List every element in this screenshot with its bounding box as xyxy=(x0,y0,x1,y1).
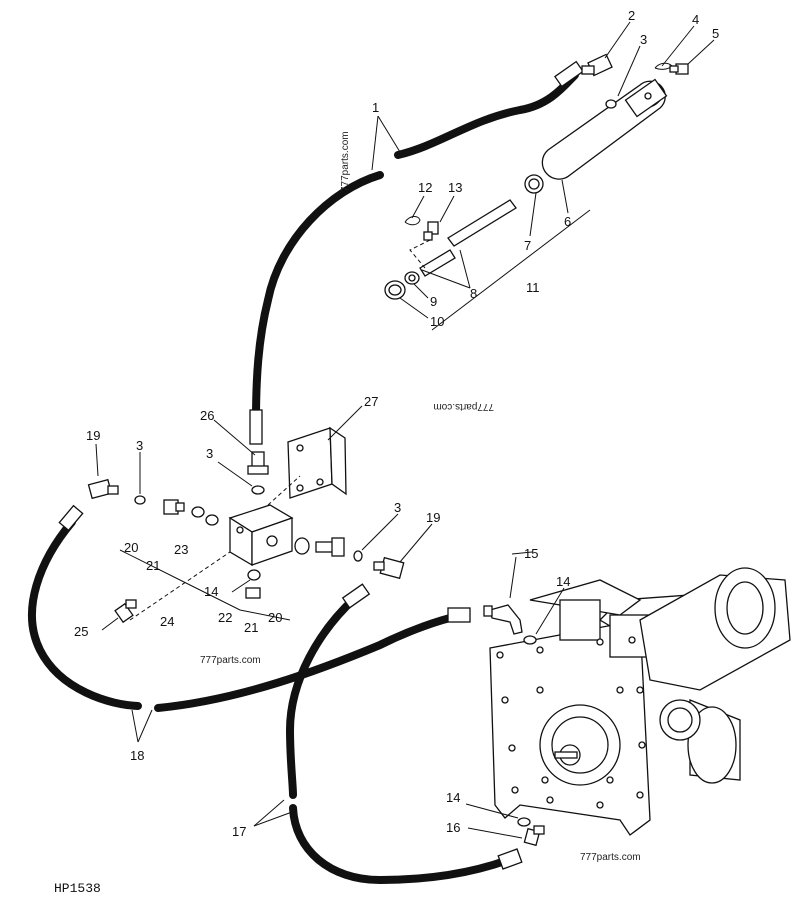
callout-5: 5 xyxy=(712,26,719,41)
callout-7: 7 xyxy=(524,238,531,253)
plug-20-right xyxy=(315,537,345,557)
hose-fitting xyxy=(341,583,371,609)
callout-25: 25 xyxy=(74,624,88,639)
callout-26: 26 xyxy=(200,408,214,423)
callout-14: 14 xyxy=(446,790,460,805)
plug-20-left xyxy=(163,499,185,515)
hose-18-right xyxy=(154,612,462,712)
o-ring-3 xyxy=(353,550,363,562)
callout-16: 16 xyxy=(446,820,460,835)
callout-10: 10 xyxy=(430,314,444,329)
o-ring-23 xyxy=(205,514,219,526)
callout-27: 27 xyxy=(364,394,378,409)
callout-18: 18 xyxy=(130,748,144,763)
dashed-guide xyxy=(129,551,231,621)
watermark: 777parts.com xyxy=(200,655,261,666)
bolt-5 xyxy=(669,63,689,75)
o-ring-14-lower xyxy=(517,817,531,827)
fitting-26 xyxy=(247,451,269,475)
pump-assembly xyxy=(489,567,791,836)
bracket-line-11 xyxy=(431,209,591,331)
callout-20: 20 xyxy=(124,540,138,555)
watermark: 777parts.com xyxy=(340,131,351,192)
callout-3: 3 xyxy=(136,438,143,453)
o-ring-21-right xyxy=(294,537,310,555)
watermark: 777parts.com xyxy=(580,852,641,863)
hose-17-lower xyxy=(289,804,512,885)
retainer-12 xyxy=(404,216,421,226)
callout-19: 19 xyxy=(86,428,100,443)
callout-3: 3 xyxy=(640,32,647,47)
elbow-fitting-19-right xyxy=(373,556,405,580)
bolt-13 xyxy=(423,221,439,241)
callout-1: 1 xyxy=(372,100,379,115)
callout-21: 21 xyxy=(146,558,160,573)
callout-23: 23 xyxy=(174,542,188,557)
fitting-16 xyxy=(523,825,545,847)
hose-1-lower xyxy=(252,171,384,424)
diagram-code: HP1538 xyxy=(54,881,101,896)
hose-1-upper xyxy=(394,71,579,159)
watermark: 777parts.com xyxy=(433,401,494,412)
callout-9: 9 xyxy=(430,294,437,309)
seal-7 xyxy=(524,174,544,194)
callout-2: 2 xyxy=(628,8,635,23)
callout-13: 13 xyxy=(448,180,462,195)
mounting-bracket-27 xyxy=(287,426,347,499)
hose-fitting xyxy=(249,409,263,445)
callout-8: 8 xyxy=(470,286,477,301)
o-ring-3 xyxy=(251,485,265,495)
callout-17: 17 xyxy=(232,824,246,839)
dashed-guide xyxy=(267,475,301,506)
o-ring-21-left xyxy=(191,506,205,518)
valve-block-24 xyxy=(228,504,294,567)
bolt-pattern xyxy=(496,636,646,809)
elbow-fitting-15 xyxy=(483,604,523,635)
ring-10 xyxy=(384,280,406,300)
callout-14: 14 xyxy=(204,584,218,599)
callout-22: 22 xyxy=(218,610,232,625)
callout-14: 14 xyxy=(556,574,570,589)
o-ring-3-top xyxy=(605,99,617,109)
callout-3: 3 xyxy=(206,446,213,461)
callout-6: 6 xyxy=(564,214,571,229)
hose-17-upper xyxy=(285,594,359,799)
hose-fitting xyxy=(554,60,584,88)
o-ring-14 xyxy=(523,635,537,645)
callout-3: 3 xyxy=(394,500,401,515)
callout-20: 20 xyxy=(268,610,282,625)
callout-15: 15 xyxy=(524,546,538,561)
hose-18-left xyxy=(28,518,142,710)
hose-fitting xyxy=(447,607,471,623)
callout-19: 19 xyxy=(426,510,440,525)
callout-11: 11 xyxy=(526,280,540,295)
ring-9 xyxy=(404,271,420,285)
hose-fitting xyxy=(497,848,523,870)
rod-8 xyxy=(419,199,517,277)
callout-24: 24 xyxy=(160,614,174,629)
leader-lines xyxy=(95,21,715,839)
callout-21: 21 xyxy=(244,620,258,635)
hose-fitting xyxy=(58,504,84,532)
o-ring-3 xyxy=(134,495,146,505)
elbow-fitting-19-left xyxy=(87,478,119,500)
elbow-fitting-2 xyxy=(581,53,613,77)
hydraulic-cylinder xyxy=(541,78,668,180)
fitting-25 xyxy=(114,599,137,624)
dashed-guide xyxy=(409,239,431,269)
bracket-line-20-21-left xyxy=(119,549,291,621)
callout-12: 12 xyxy=(418,180,432,195)
plug-22 xyxy=(245,569,261,599)
callout-4: 4 xyxy=(692,12,699,27)
